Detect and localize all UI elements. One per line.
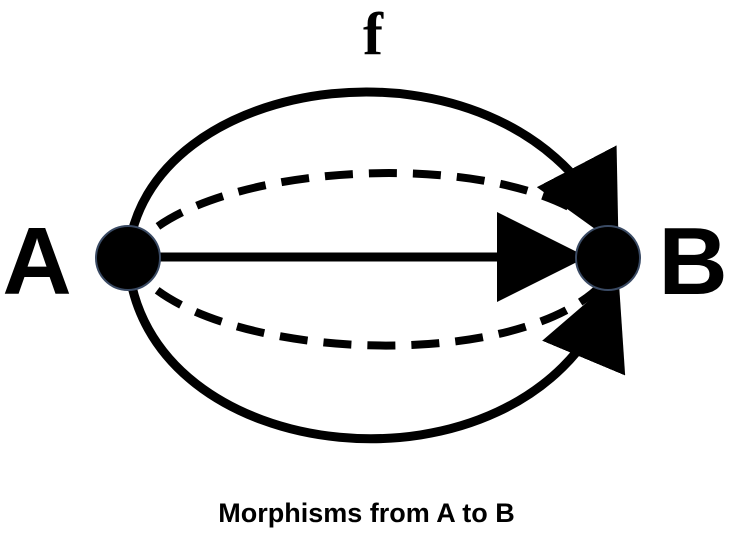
node-b-label: B bbox=[658, 208, 727, 315]
morphism-top-curve bbox=[123, 87, 619, 259]
node-b bbox=[575, 225, 641, 291]
morphism-f-label: f bbox=[363, 1, 384, 67]
node-a bbox=[95, 225, 161, 291]
morphism-dashed-bottom-curve bbox=[124, 256, 610, 350]
node-a-label: A bbox=[2, 208, 71, 315]
morphism-dashed-top-curve bbox=[124, 169, 609, 260]
diagram-caption: Morphisms from A to B bbox=[218, 498, 515, 528]
morphism-bottom-curve bbox=[123, 257, 626, 444]
